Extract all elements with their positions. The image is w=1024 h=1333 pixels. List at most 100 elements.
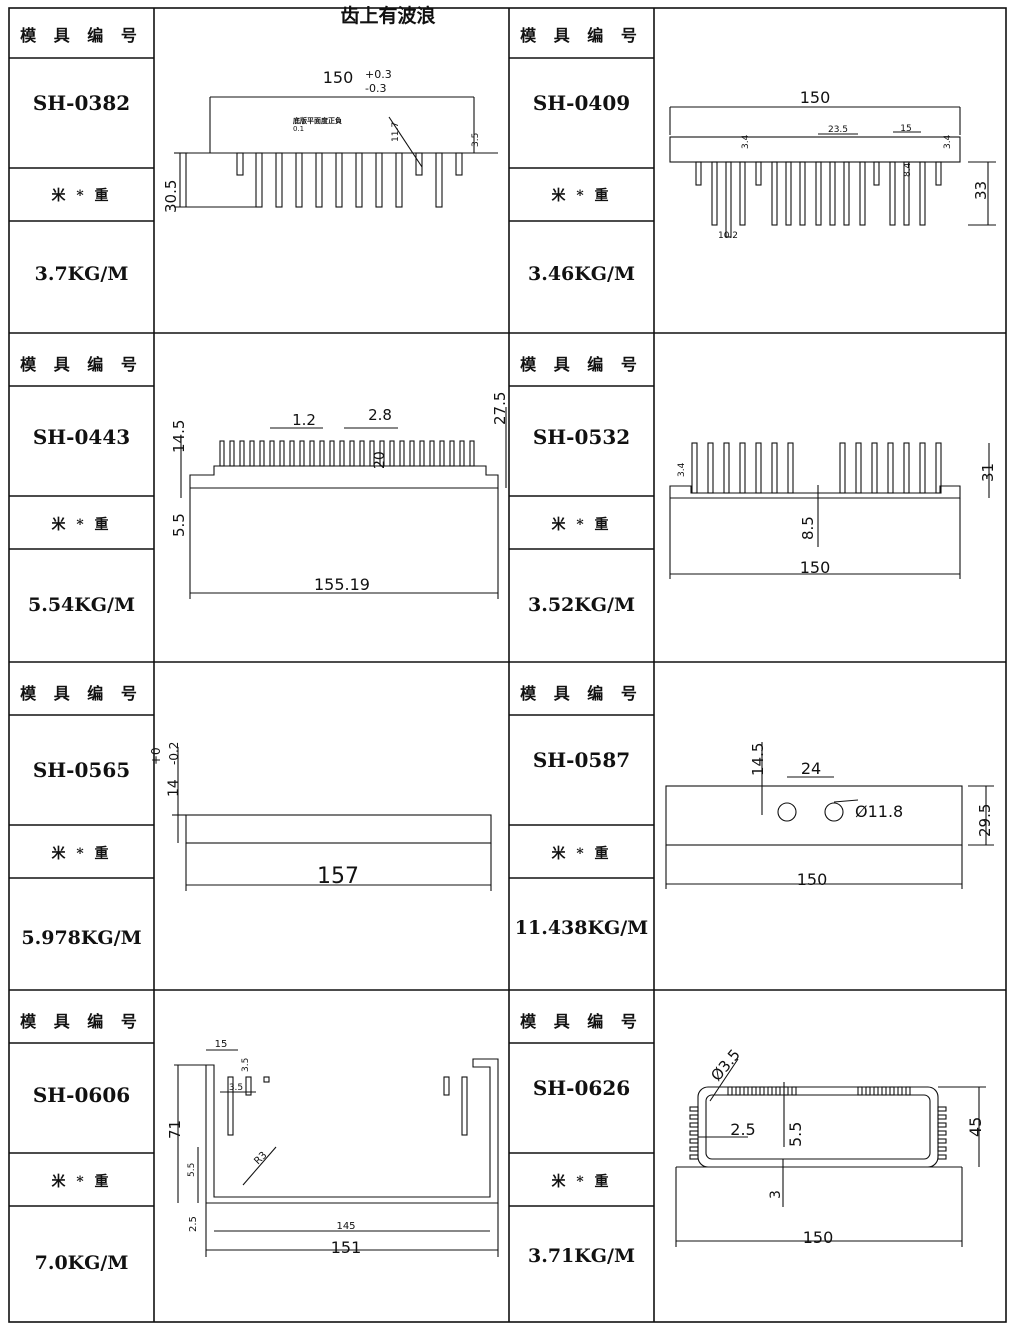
fin-outline	[409, 440, 415, 467]
dim-edge-right-0409: 3.4	[943, 134, 953, 149]
fin-outline	[315, 152, 323, 208]
dim-base-0606: 5.5	[187, 1163, 197, 1177]
fin-outline	[889, 1086, 895, 1096]
fin-outline	[857, 1086, 863, 1096]
fin-outline	[751, 1086, 757, 1096]
dim-hole-y-0587: 14.5	[749, 743, 767, 776]
dim-base-0532: 8.5	[799, 516, 817, 540]
dim-fin-t-0606: 3.5	[229, 1083, 243, 1093]
mold-code: SH-0382	[32, 91, 131, 115]
fin-outline	[905, 1086, 911, 1096]
fin-outline	[739, 161, 746, 226]
fin-outline	[461, 1076, 468, 1136]
fin-outline	[355, 152, 363, 208]
fin-outline	[755, 161, 762, 186]
fin-outline	[711, 161, 718, 226]
fin-outline	[227, 1076, 234, 1136]
dim-side-0382: 3.5	[471, 133, 481, 147]
header-label: 模 具 编 号	[520, 684, 643, 703]
fin-outline	[459, 440, 465, 467]
dim-top-w-0606: 15	[215, 1039, 228, 1050]
fin-outline	[785, 161, 792, 226]
fin-outline	[889, 161, 896, 226]
fin-outline	[295, 152, 303, 208]
fin-outline	[903, 442, 910, 494]
profile-drawing-sh0443	[180, 407, 507, 599]
dim-height-0606: 71	[166, 1120, 184, 1139]
dim-height-0443: 27.5	[491, 392, 509, 425]
dim-height-0409: 33	[972, 181, 990, 200]
fin-outline	[707, 442, 714, 494]
flatness-value-0382: 0.1	[293, 125, 304, 133]
fin-outline	[449, 440, 455, 467]
fin-outline	[245, 1076, 252, 1096]
fin-outline	[873, 1086, 879, 1096]
fin-outline	[299, 440, 305, 467]
fin-outline	[419, 440, 425, 467]
fin-outline	[935, 442, 942, 494]
dim-inner-0443: 20	[372, 451, 388, 469]
weight-value: 3.7KG/M	[34, 263, 129, 285]
mold-code: SH-0626	[532, 1076, 631, 1100]
fin-outline	[937, 1154, 947, 1160]
wavy-teeth-note: 齿上有波浪	[340, 5, 436, 27]
dim-fin-depth-0382: 11.7	[391, 122, 401, 142]
dim-width-0587: 150	[797, 870, 828, 889]
fin-outline	[799, 161, 806, 226]
fin-outline	[937, 1146, 947, 1152]
weight-label: 米 * 重	[551, 846, 612, 862]
header-label: 模 具 编 号	[20, 26, 143, 45]
weight-value: 5.978KG/M	[21, 927, 142, 949]
profile-drawing-sh0606	[174, 1049, 499, 1257]
fin-outline	[695, 161, 702, 186]
dim-wall-0626: 2.5	[730, 1120, 755, 1139]
fin-outline	[755, 442, 762, 494]
fin-outline	[389, 440, 395, 467]
dim-step-0532: 3.4	[677, 462, 687, 477]
fin-outline	[735, 1086, 741, 1096]
weight-value: 3.52KG/M	[528, 594, 635, 616]
fin-outline	[229, 440, 235, 467]
fin-outline	[469, 440, 475, 467]
fin-outline	[455, 152, 463, 176]
fin-outline	[937, 1114, 947, 1120]
fin-outline	[236, 152, 244, 176]
dim-gap-0409: 23.5	[828, 125, 848, 135]
fin-outline	[239, 440, 245, 467]
dim-width-0409: 150	[800, 88, 831, 107]
fin-outline	[771, 442, 778, 494]
fin-outline	[339, 440, 345, 467]
dim-tol-minus-0565: -0.2	[167, 742, 181, 765]
fin-outline	[329, 440, 335, 467]
fin-outline	[255, 152, 263, 208]
fin-outline	[689, 1154, 699, 1160]
fin-outline	[275, 152, 283, 208]
fin-outline	[689, 1146, 699, 1152]
fin-outline	[759, 1086, 765, 1096]
fin-outline	[839, 442, 846, 494]
dim-height-0532: 31	[979, 463, 997, 482]
fin-outline	[415, 152, 423, 176]
dim-foot-0606: 2.5	[188, 1216, 199, 1232]
dim-radius-0606: R3	[252, 1150, 269, 1167]
fin-outline	[815, 161, 822, 226]
profile-drawing-sh0409	[669, 106, 996, 238]
fin-outline	[743, 1086, 749, 1096]
weight-label: 米 * 重	[551, 188, 612, 204]
fin-outline	[269, 440, 275, 467]
fin-outline	[775, 1086, 781, 1096]
fin-outline	[689, 1138, 699, 1144]
fin-outline	[725, 161, 732, 238]
dim-pitch-0409: 15	[900, 124, 911, 134]
fin-outline	[873, 161, 880, 186]
fin-outline	[919, 442, 926, 494]
fin-outline	[739, 442, 746, 494]
weight-label: 米 * 重	[551, 517, 612, 533]
fin-outline	[349, 440, 355, 467]
header-label: 模 具 编 号	[520, 26, 643, 45]
weight-value: 3.71KG/M	[528, 1245, 635, 1267]
dim-hole-d-0626: Ø3.5	[707, 1046, 744, 1085]
fin-outline	[399, 440, 405, 467]
spec-sheet: 150 +0.3 -0.3 30.5 底版平面度正負 0.1 11.7 3.5 …	[8, 5, 1007, 1323]
profile-drawing-sh0565	[172, 747, 492, 891]
